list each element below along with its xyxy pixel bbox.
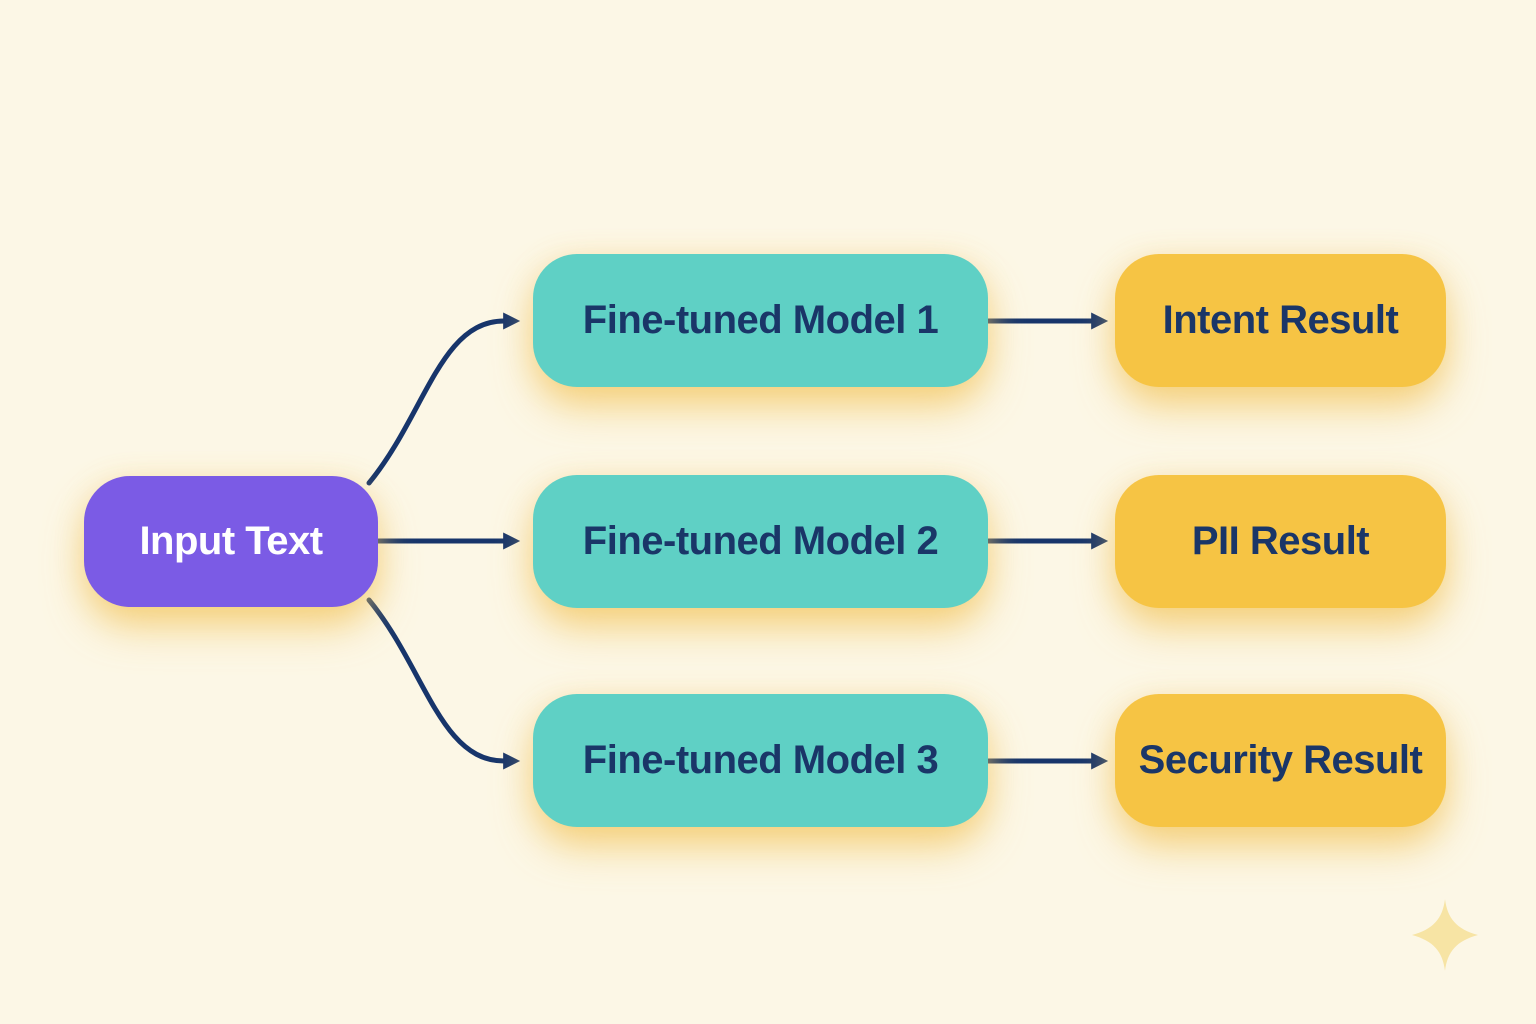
node-fine-tuned-model-1-label: Fine-tuned Model 1 xyxy=(582,298,939,342)
node-intent-result: Intent Result xyxy=(1115,254,1446,387)
node-fine-tuned-model-2: Fine-tuned Model 2 xyxy=(533,475,988,608)
node-fine-tuned-model-1: Fine-tuned Model 1 xyxy=(533,254,988,387)
arrow-input-to-model-3 xyxy=(366,597,521,770)
node-fine-tuned-model-3-label: Fine-tuned Model 3 xyxy=(582,738,939,782)
node-pii-result-label: PII Result xyxy=(1191,519,1370,563)
node-input-text: Input Text xyxy=(84,476,378,607)
node-fine-tuned-model-2-label: Fine-tuned Model 2 xyxy=(582,519,939,563)
node-intent-result-label: Intent Result xyxy=(1162,298,1399,342)
node-security-result-label: Security Result xyxy=(1138,738,1423,782)
sparkle-icon xyxy=(1412,899,1478,971)
sparkle-glyph xyxy=(1412,899,1478,971)
node-input-text-label: Input Text xyxy=(139,519,323,563)
arrow-input-to-model-1 xyxy=(366,312,521,486)
node-pii-result: PII Result xyxy=(1115,475,1446,608)
node-security-result: Security Result xyxy=(1115,694,1446,827)
node-fine-tuned-model-3: Fine-tuned Model 3 xyxy=(533,694,988,827)
